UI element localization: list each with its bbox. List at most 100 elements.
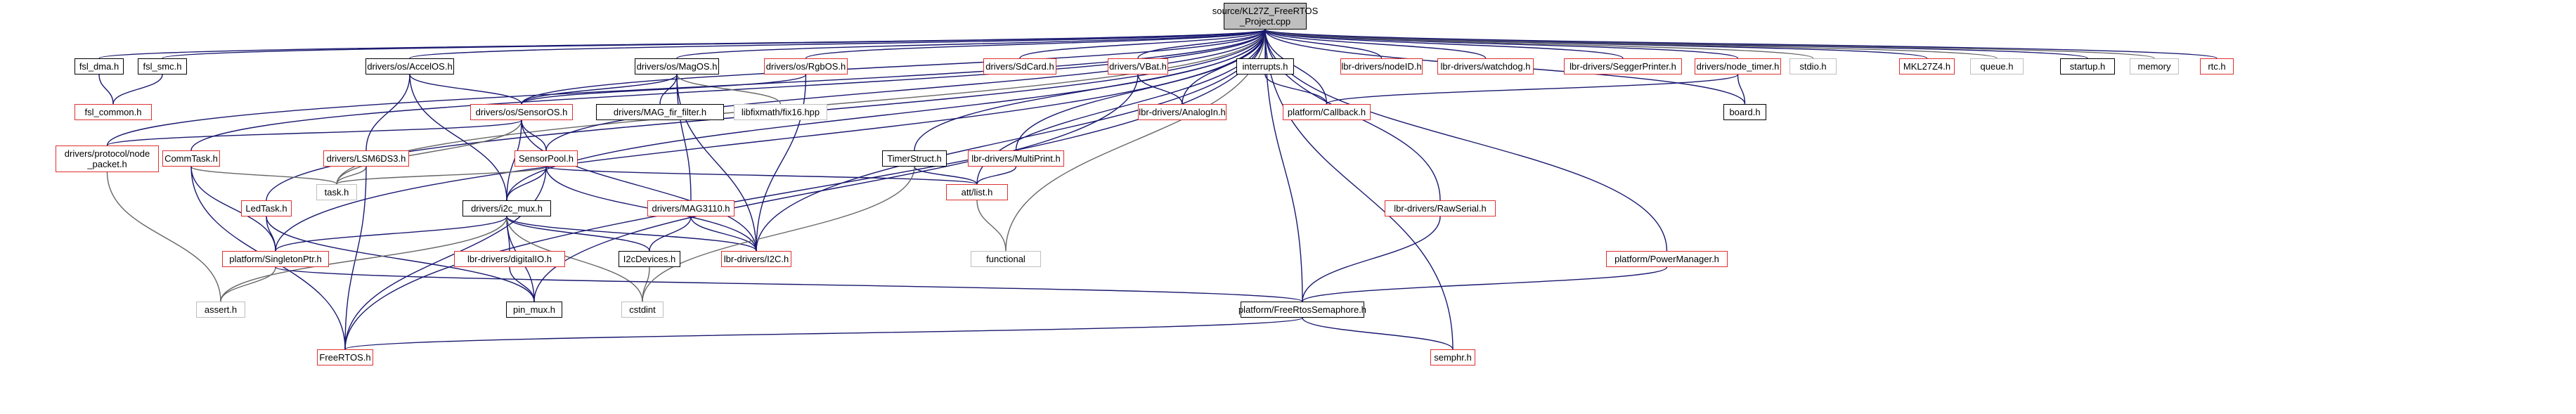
- node-pin-mux[interactable]: pin_mux.h: [506, 302, 562, 318]
- edge-singletonptr-assert: [220, 266, 276, 302]
- node-lbr-i2c[interactable]: lbr-drivers/I2C.h: [721, 251, 791, 267]
- node-startup[interactable]: startup.h: [2060, 58, 2115, 75]
- node-interrupts[interactable]: interrupts.h: [1236, 58, 1294, 75]
- node-node-timer[interactable]: drivers/node_timer.h: [1695, 58, 1781, 75]
- node-att-list[interactable]: att/list.h: [946, 184, 1008, 200]
- edge-sensoros-lbr_i2c: [521, 119, 757, 252]
- edge-root-stdio: [1264, 29, 1814, 59]
- node-fsl-common[interactable]: fsl_common.h: [75, 104, 152, 120]
- edge-singletonptr-freertos_semaphore: [275, 266, 1303, 302]
- node-watchdog[interactable]: lbr-drivers/watchdog.h: [1437, 58, 1534, 75]
- node-powermanager[interactable]: platform/PowerManager.h: [1606, 251, 1728, 267]
- edge-root-analogin: [1182, 29, 1266, 105]
- node-stdio: stdio.h: [1789, 58, 1837, 75]
- node-i2c-mux[interactable]: drivers/i2c_mux.h: [462, 200, 551, 216]
- node-sensorpool[interactable]: SensorPool.h: [514, 150, 578, 167]
- node-seggerprinter[interactable]: lbr-drivers/SeggerPrinter.h: [1564, 58, 1682, 75]
- node-rtc[interactable]: rtc.h: [2200, 58, 2234, 75]
- edge-root-freertos: [344, 29, 1266, 350]
- node-vbat[interactable]: drivers/VBat.h: [1108, 58, 1168, 75]
- node-nodeid[interactable]: lbr-drivers/nodeID.h: [1340, 58, 1423, 75]
- node-commtask[interactable]: CommTask.h: [162, 150, 220, 167]
- edge-root-magos: [676, 29, 1266, 59]
- edge-root-protocol_node_packet: [106, 29, 1266, 146]
- edge-freertos_semaphore-semphr: [1302, 317, 1454, 350]
- node-board[interactable]: board.h: [1723, 104, 1766, 120]
- edge-mag3110-i2cdevices: [649, 216, 692, 252]
- edge-root-nodeid: [1264, 29, 1383, 59]
- node-mag3110[interactable]: drivers/MAG3110.h: [647, 200, 734, 216]
- edge-lsm6ds3-freertos: [344, 166, 367, 350]
- edge-root-rgbos: [805, 29, 1266, 59]
- node-queue: queue.h: [1970, 58, 2024, 75]
- edge-sensorpool-i2c_mux: [506, 166, 547, 201]
- edge-root-callback: [1264, 29, 1328, 105]
- node-sensoros[interactable]: drivers/os/SensorOS.h: [470, 104, 573, 120]
- edge-interrupts-callback: [1264, 74, 1328, 105]
- node-analogin[interactable]: lbr-drivers/AnalogIn.h: [1138, 104, 1226, 120]
- node-cstdint: cstdint: [621, 302, 664, 318]
- edge-root-startup: [1264, 29, 2088, 59]
- node-mkl27z4[interactable]: MKL27Z4.h: [1899, 58, 1955, 75]
- node-fsl-smc[interactable]: fsl_smc.h: [138, 58, 187, 75]
- edge-accelos-lsm6ds3: [365, 74, 410, 151]
- node-singletonptr[interactable]: platform/SingletonPtr.h: [222, 251, 329, 267]
- node-multiprint[interactable]: lbr-drivers/MultiPrint.h: [968, 150, 1064, 167]
- edge-commtask-singletonptr: [190, 166, 276, 252]
- node-timerstruct[interactable]: TimerStruct.h: [882, 150, 947, 167]
- edge-timerstruct-att_list: [914, 166, 978, 185]
- node-sdcard[interactable]: drivers/SdCard.h: [983, 58, 1056, 75]
- node-root-file: source/KL27Z_FreeRTOS _Project.cpp: [1212, 3, 1318, 30]
- edge-magos-sensoros: [521, 74, 678, 105]
- edge-root-timerstruct: [914, 29, 1266, 151]
- edge-magos-libfixmath: [676, 74, 782, 105]
- edge-root-accelos: [409, 29, 1266, 59]
- node-digitalio[interactable]: lbr-drivers/digitalIO.h: [454, 251, 565, 267]
- edge-multiprint-att_list: [976, 166, 1017, 185]
- edge-root-rtc: [1264, 29, 2218, 59]
- edge-sensoros-i2c_mux: [506, 119, 522, 201]
- node-functional: functional: [971, 251, 1041, 267]
- edge-root-semphr: [1264, 29, 1454, 350]
- edge-rgbos-sensoros: [521, 74, 807, 105]
- node-memory: memory: [2130, 58, 2179, 75]
- edge-vbat-pin_mux: [533, 74, 1139, 302]
- node-rgbos[interactable]: drivers/os/RgbOS.h: [764, 58, 848, 75]
- edge-root-commtask: [190, 29, 1266, 151]
- node-i2cdevices[interactable]: I2cDevices.h: [619, 251, 680, 267]
- edge-att_list-functional: [976, 200, 1007, 252]
- node-freertos-semaphore[interactable]: platform/FreeRtosSemaphore.h: [1238, 302, 1366, 318]
- edge-i2c_mux-cstdint: [506, 216, 643, 302]
- edge-magos-mag3110: [676, 74, 692, 201]
- node-protocol-node-packet[interactable]: drivers/protocol/node _packet.h: [56, 145, 159, 172]
- edge-powermanager-freertos_semaphore: [1302, 266, 1668, 302]
- edge-digitalio-pin_mux: [509, 266, 535, 302]
- edge-fsl_dma-fsl_common: [98, 74, 114, 105]
- node-mag-fir-filter[interactable]: drivers/MAG_fir_filter.h: [596, 104, 724, 120]
- node-ledtask[interactable]: LedTask.h: [241, 200, 292, 216]
- node-lsm6ds3[interactable]: drivers/LSM6DS3.h: [323, 150, 409, 167]
- edge-i2c_mux-assert: [220, 216, 507, 302]
- node-magos[interactable]: drivers/os/MagOS.h: [635, 58, 719, 75]
- edge-root-sensorpool: [545, 29, 1266, 151]
- edge-root-watchdog: [1264, 29, 1487, 59]
- edge-root-sensoros: [521, 29, 1266, 105]
- node-rawserial[interactable]: lbr-drivers/RawSerial.h: [1385, 200, 1496, 216]
- edge-sensoros-protocol_node_packet: [106, 119, 522, 146]
- node-callback[interactable]: platform/Callback.h: [1283, 104, 1371, 120]
- edge-ledtask-pin_mux: [266, 216, 535, 302]
- edge-sensoros-task: [336, 119, 522, 185]
- edge-node_timer-board: [1737, 74, 1746, 105]
- node-fsl-dma[interactable]: fsl_dma.h: [75, 58, 124, 75]
- node-task: task.h: [316, 184, 357, 200]
- edge-root-fsl_smc: [162, 29, 1266, 59]
- node-accelos[interactable]: drivers/os/AccelOS.h: [365, 58, 454, 75]
- edge-sensorpool-task: [336, 166, 547, 185]
- edge-root-freertos_semaphore: [1264, 29, 1303, 302]
- edge-root-vbat: [1137, 29, 1266, 59]
- node-freertos[interactable]: FreeRTOS.h: [317, 349, 373, 366]
- edge-sensorpool-freertos: [344, 166, 547, 350]
- node-semphr[interactable]: semphr.h: [1430, 349, 1475, 366]
- edge-accelos-i2c_mux: [409, 74, 507, 201]
